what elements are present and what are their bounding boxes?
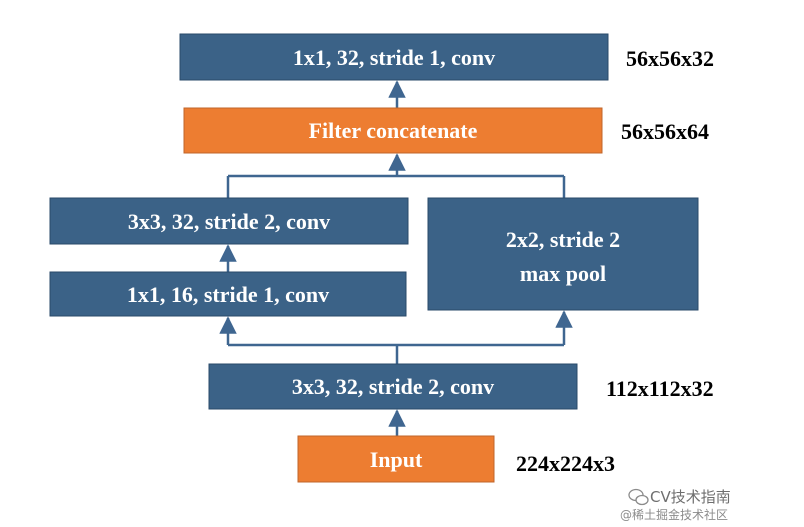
watermark: CV技术指南 @稀土掘金技术社区 <box>620 488 731 522</box>
wechat-icon <box>628 488 649 506</box>
node-bottom-conv: 3x3, 32, stride 2, conv <box>208 363 578 410</box>
left-conv-3x3-label: 3x3, 32, stride 2, conv <box>128 209 330 234</box>
input-label: Input <box>370 447 423 472</box>
dim-bottom-conv: 112x112x32 <box>606 376 714 401</box>
dim-concat: 56x56x64 <box>621 119 709 144</box>
watermark-sub: @稀土掘金技术社区 <box>620 507 728 522</box>
bottom-conv-label: 3x3, 32, stride 2, conv <box>292 374 494 399</box>
maxpool-label-line2: max pool <box>520 261 606 286</box>
left-conv-1x1-label: 1x1, 16, stride 1, conv <box>127 282 329 307</box>
watermark-main: CV技术指南 <box>650 488 731 506</box>
node-maxpool: 2x2, stride 2 max pool <box>427 197 699 311</box>
filter-concat-label: Filter concatenate <box>309 118 478 143</box>
node-top-conv: 1x1, 32, stride 1, conv <box>179 33 609 81</box>
dim-top: 56x56x32 <box>626 46 714 71</box>
connectors <box>219 80 573 436</box>
node-input: Input <box>297 435 495 483</box>
node-left-conv-3x3: 3x3, 32, stride 2, conv <box>49 197 409 245</box>
maxpool-label-line1: 2x2, stride 2 <box>506 227 620 252</box>
node-left-conv-1x1: 1x1, 16, stride 1, conv <box>49 271 407 317</box>
node-filter-concat: Filter concatenate <box>183 107 603 154</box>
top-conv-label: 1x1, 32, stride 1, conv <box>293 45 495 70</box>
dim-input: 224x224x3 <box>516 451 615 476</box>
